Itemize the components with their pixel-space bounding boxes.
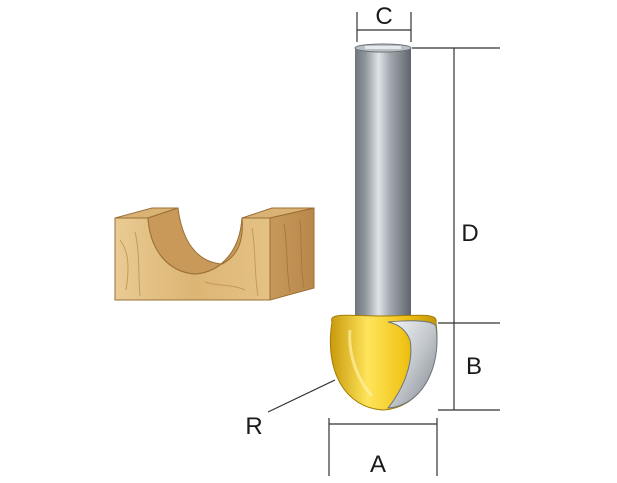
dim-r-leader bbox=[267, 379, 336, 413]
label-b: B bbox=[466, 353, 482, 380]
dimension-lines bbox=[267, 12, 500, 476]
shank bbox=[354, 43, 412, 328]
label-r: R bbox=[245, 413, 262, 440]
cutter-head bbox=[329, 314, 438, 411]
label-d: D bbox=[461, 220, 478, 247]
router-bit-icon bbox=[329, 43, 438, 411]
label-c: C bbox=[375, 3, 392, 30]
wood-block-icon bbox=[114, 207, 315, 301]
label-a: A bbox=[370, 451, 386, 478]
